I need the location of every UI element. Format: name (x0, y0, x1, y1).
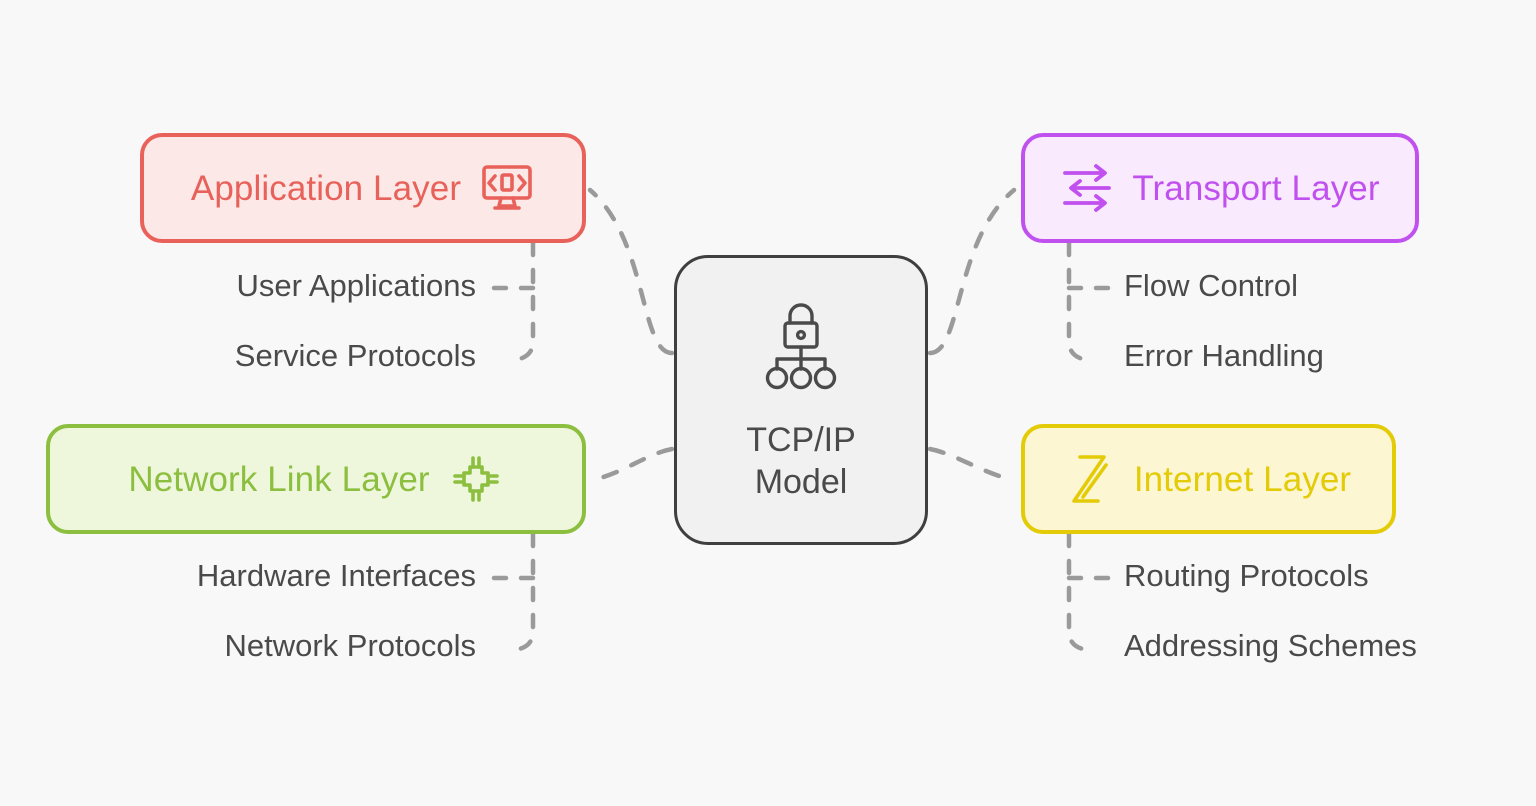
sub-item-addressing-schemes[interactable]: Addressing Schemes (1124, 628, 1417, 663)
branch-node-transport-layer[interactable]: Transport Layer (1021, 133, 1419, 243)
z-slash-icon (1066, 451, 1116, 507)
branch-label-transport-layer: Transport Layer (1132, 168, 1380, 208)
connector-transport-children (1066, 240, 1090, 363)
branch-node-network-link-layer[interactable]: Network Link Layer (46, 424, 586, 534)
center-node-title-line1: TCP/IP (746, 421, 856, 460)
branch-node-internet-layer[interactable]: Internet Layer (1021, 424, 1396, 534)
sub-item-routing-protocols[interactable]: Routing Protocols (1124, 558, 1369, 593)
monitor-code-icon (479, 162, 535, 214)
center-node-title-line2: Model (754, 462, 848, 501)
connector-internet-children (1066, 531, 1090, 653)
connector-networklink-children (512, 531, 536, 653)
sub-item-user-applications[interactable]: User Applications (236, 268, 476, 303)
branch-label-internet-layer: Internet Layer (1133, 459, 1352, 499)
branch-label-network-link-layer: Network Link Layer (128, 459, 430, 499)
center-node-title: TCP/IP Model (746, 420, 856, 503)
connector-center-networklink (589, 446, 675, 483)
sub-item-network-protocols[interactable]: Network Protocols (224, 628, 476, 663)
branch-node-application-layer[interactable]: Application Layer (140, 133, 586, 243)
sub-item-hardware-interfaces[interactable]: Hardware Interfaces (196, 558, 476, 593)
data-transfer-arrows-icon (1060, 163, 1114, 213)
sub-item-error-handling[interactable]: Error Handling (1124, 338, 1324, 373)
connector-center-application (587, 187, 675, 356)
chip-icon (448, 451, 504, 507)
branch-label-application-layer: Application Layer (190, 168, 462, 208)
connector-center-transport (927, 187, 1017, 356)
connector-center-internet (927, 446, 1017, 483)
secure-network-icon (755, 297, 847, 402)
center-node-tcp-ip-model[interactable]: TCP/IP Model (674, 255, 928, 545)
sub-item-service-protocols[interactable]: Service Protocols (234, 338, 476, 373)
sub-item-flow-control[interactable]: Flow Control (1124, 268, 1298, 303)
connector-application-children (512, 240, 536, 363)
